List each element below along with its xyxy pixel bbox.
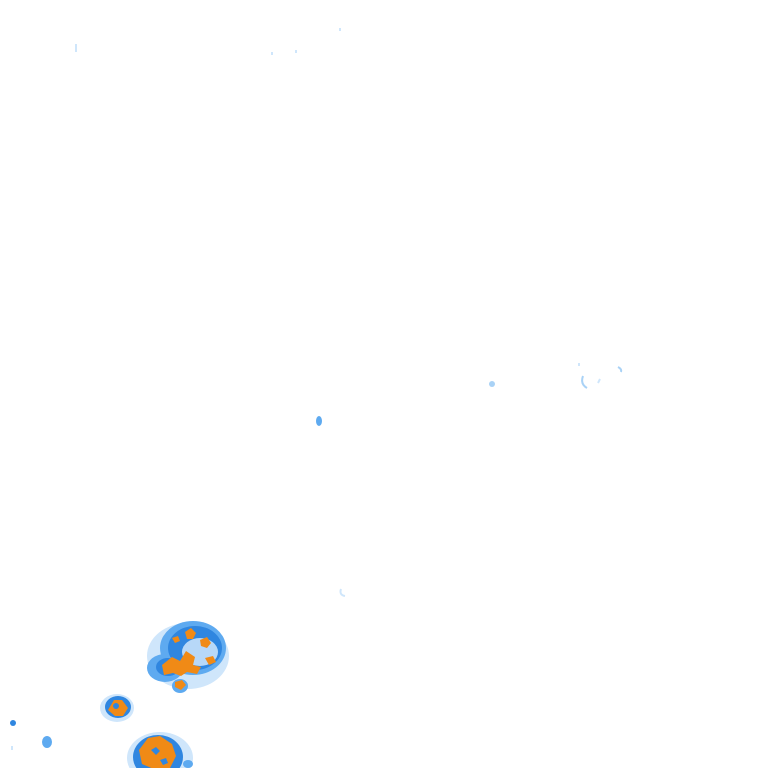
storm-cell-north <box>147 621 229 693</box>
faint-return <box>581 375 588 389</box>
faint-return <box>339 588 346 597</box>
cell-hole <box>113 703 119 709</box>
faint-return <box>295 50 297 53</box>
cell-intense-core <box>185 628 196 639</box>
cell-intense-core <box>200 637 211 648</box>
faint-return <box>10 720 16 726</box>
cell-satellite-core <box>175 680 186 690</box>
faint-return <box>617 366 623 373</box>
faint-return <box>42 736 52 748</box>
faint-return <box>489 381 495 387</box>
faint-return <box>597 378 601 384</box>
cell-intense-core <box>205 656 216 665</box>
cell-intense-core <box>172 636 180 643</box>
faint-return <box>578 363 580 366</box>
faint-return <box>339 28 341 31</box>
faint-return <box>316 416 322 426</box>
cell-intense-core <box>162 651 201 676</box>
cell-hole <box>151 747 160 755</box>
scattered-light-returns <box>10 28 623 750</box>
cell-satellite <box>183 760 193 768</box>
faint-return <box>11 746 13 750</box>
storm-cell-small <box>100 694 134 722</box>
faint-return <box>271 52 273 55</box>
cell-hole <box>160 758 168 765</box>
storm-cell-south <box>127 732 193 768</box>
faint-return <box>75 44 77 52</box>
